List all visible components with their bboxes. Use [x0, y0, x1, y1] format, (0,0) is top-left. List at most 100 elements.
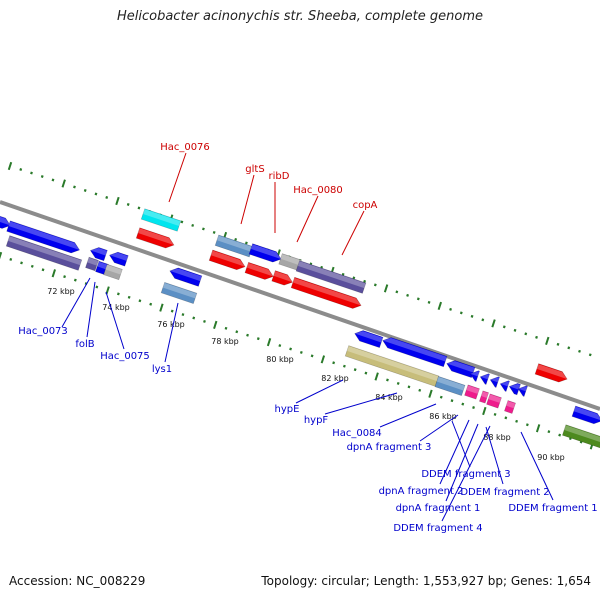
inner-tick: [332, 361, 336, 365]
gene-label: dpnA fragment 3: [347, 442, 432, 453]
inner-tick: [256, 337, 260, 341]
inner-tick: [386, 378, 389, 382]
leader-line: [164, 302, 179, 363]
outer-tick: [19, 168, 23, 171]
cds-feature: [140, 208, 182, 232]
outer-tick: [545, 336, 550, 345]
inner-tick: [73, 278, 77, 282]
gene-label: DDEM fragment 4: [393, 523, 482, 534]
cds-feature-highlight: [87, 257, 99, 266]
cds-feature-highlight: [210, 250, 246, 267]
outer-tick: [30, 171, 33, 175]
leader-line: [61, 277, 91, 328]
inner-tick: [20, 261, 23, 265]
cds-feature: [354, 330, 384, 349]
inner-tick: [428, 389, 433, 398]
outer-tick: [180, 220, 184, 224]
cds-feature-highlight: [564, 425, 600, 445]
outer-tick: [578, 349, 581, 353]
inner-tick: [51, 269, 56, 278]
outer-tick: [481, 318, 485, 322]
cds-feature-highlight: [500, 381, 510, 387]
inner-tick: [127, 295, 131, 299]
cds-feature-highlight: [446, 361, 475, 373]
outer-tick: [341, 272, 345, 276]
cds-feature: [290, 276, 362, 309]
inner-tick: [450, 399, 454, 403]
inner-tick: [472, 406, 475, 410]
outer-tick: [567, 346, 571, 350]
outer-tick: [105, 195, 109, 199]
cds-feature: [486, 393, 502, 409]
cds-feature-highlight: [573, 406, 600, 421]
outer-tick: [83, 188, 87, 192]
genome-summary-text: Topology: circular; Length: 1,553,927 bp…: [261, 574, 591, 588]
outer-tick: [234, 237, 238, 241]
gene-label: hypF: [304, 415, 329, 426]
cds-feature-highlight: [162, 282, 197, 299]
cds-feature: [214, 234, 254, 258]
cds-feature-highlight: [90, 247, 108, 256]
scale-label: 84 kbp: [375, 393, 403, 402]
leader-line: [445, 423, 479, 502]
inner-tick: [504, 416, 508, 420]
cds-feature-highlight: [382, 338, 447, 362]
inner-tick: [224, 326, 228, 330]
cds-feature: [571, 405, 600, 425]
outer-tick: [244, 241, 248, 245]
cds-feature-highlight: [105, 264, 123, 275]
outer-tick: [352, 276, 356, 280]
scale-label: 76 kbp: [157, 320, 185, 329]
outer-tick: [61, 179, 66, 188]
cds-feature: [248, 243, 282, 263]
inner-tick: [246, 333, 249, 337]
scale-label: 86 kbp: [429, 412, 457, 421]
inner-tick: [310, 354, 314, 358]
cds-feature-highlight: [216, 235, 253, 252]
cds-feature-highlight: [109, 252, 129, 261]
outer-tick: [73, 185, 76, 189]
inner-tick: [515, 419, 519, 423]
outer-tick: [502, 325, 506, 329]
leader-line: [485, 426, 504, 485]
gene-label: dpnA fragment 1: [396, 503, 481, 514]
cds-feature-highlight: [506, 401, 516, 409]
inner-tick: [159, 303, 164, 312]
leader-line: [324, 392, 398, 415]
outer-tick: [363, 279, 367, 283]
leader-line: [240, 174, 255, 225]
inner-tick: [396, 381, 400, 385]
inner-tick: [364, 371, 368, 375]
cds-feature: [109, 251, 129, 267]
outer-tick: [51, 178, 55, 182]
leader-line: [295, 379, 344, 404]
inner-tick: [482, 406, 487, 416]
inner-tick-ring: [0, 251, 595, 450]
outer-tick: [201, 227, 205, 231]
inner-tick: [116, 292, 120, 296]
cds-feature: [5, 235, 83, 271]
cds-feature: [208, 249, 246, 271]
leader-line: [379, 403, 437, 428]
outer-tick: [535, 335, 538, 339]
cds-feature: [89, 247, 108, 262]
outer-tick: [470, 314, 474, 318]
inner-tick: [547, 430, 551, 434]
cds-feature-highlight: [8, 221, 80, 250]
gene-label: folB: [75, 339, 94, 350]
cds-feature-highlight: [536, 364, 568, 380]
outer-tick: [7, 161, 13, 171]
outer-tick: [556, 342, 560, 346]
cds-feature: [169, 267, 203, 287]
leader-line: [168, 152, 187, 203]
cds-feature-highlight: [292, 277, 362, 306]
outer-tick-ring: [7, 161, 592, 357]
cds-feature-highlight: [142, 209, 181, 227]
outer-tick: [491, 319, 496, 328]
outer-tick: [513, 328, 517, 332]
cds-feature: [295, 260, 367, 294]
cds-feature-highlight: [490, 377, 500, 383]
genome-backbone: [0, 200, 600, 411]
cds-feature: [446, 360, 476, 379]
